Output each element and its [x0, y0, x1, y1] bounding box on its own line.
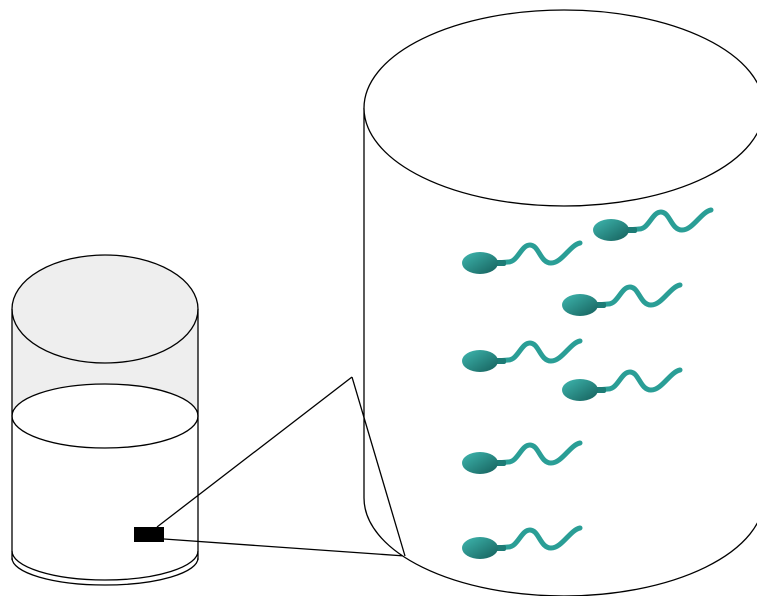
- magnified-cylinder: [352, 10, 757, 596]
- beaker-rim: [12, 255, 198, 363]
- zoom-line-bottom: [164, 539, 405, 556]
- liquid-surface: [12, 384, 198, 448]
- small-beaker: [12, 255, 198, 585]
- sample-marker: [134, 527, 164, 542]
- cylinder-top: [364, 10, 757, 206]
